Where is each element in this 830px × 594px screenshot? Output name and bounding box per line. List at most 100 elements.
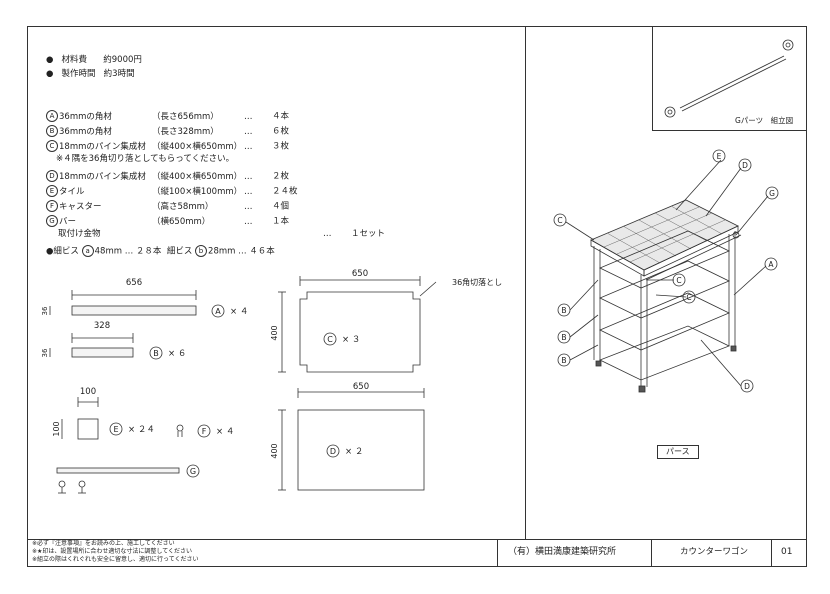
part-name: キャスター: [59, 201, 102, 212]
part-mark: B: [46, 125, 58, 137]
part-name: ※４隅を36角切り落としてもらってください。: [56, 154, 235, 164]
part-spec: （縦400×横650mm）: [152, 171, 243, 182]
company-name: （有）横田満康建築研究所: [508, 547, 617, 557]
parts-list-row: 取付け金物 … １セット: [58, 230, 385, 239]
mult-b: × ６: [168, 349, 186, 359]
frame-top: [27, 26, 806, 27]
title-block-sep-2: [651, 539, 652, 567]
frame-bottom: [27, 566, 806, 567]
parts-list-row: ※４隅を36角切り落としてもらってください。: [56, 155, 354, 164]
frame-right: [806, 26, 807, 567]
perspective-caption: パース: [657, 445, 699, 459]
callout-b-3: B: [561, 356, 566, 365]
dim-a-length: 656: [126, 278, 142, 288]
callout-e: E: [717, 152, 722, 161]
part-spec: （長さ656mm）: [152, 111, 219, 122]
label-g: G: [190, 467, 196, 476]
note-1: ※必ず『注意事項』をお読みの上、施工してください: [32, 540, 175, 547]
callout-g: G: [769, 189, 775, 198]
title-block-notes: ※必ず『注意事項』をお読みの上、施工してください ※★印は、設置場所に合わせ適切…: [32, 541, 199, 563]
part-dots: …: [244, 201, 253, 212]
part-dots: …: [244, 126, 253, 137]
dim-b-length: 328: [94, 321, 110, 331]
part-name: 18mmのパイン集成材: [59, 141, 146, 152]
dim-d-width: 650: [353, 382, 369, 392]
callout-a: A: [768, 260, 774, 269]
part-dots: …: [244, 186, 253, 197]
mult-a: × ４: [230, 307, 248, 317]
part-name: 36mmの角材: [59, 126, 112, 137]
part-spec: （横650mm）: [152, 216, 211, 227]
part-dots: …: [244, 216, 253, 227]
label-f: F: [202, 427, 207, 436]
part-mark: D: [46, 170, 58, 182]
part-qty: ６枚: [272, 126, 290, 137]
callout-d-top: D: [742, 161, 748, 170]
label-a: A: [215, 307, 221, 316]
part-qty: １セット: [351, 229, 386, 239]
sheet-number: 01: [781, 547, 793, 557]
part-mark: E: [46, 185, 58, 197]
summary-material-cost: ● 材料費 約9000円: [46, 55, 142, 65]
part-dots: …: [323, 229, 332, 239]
project-name: カウンターワゴン: [680, 547, 749, 557]
part-qty: ４個: [272, 201, 290, 212]
callout-b-1: B: [561, 306, 566, 315]
dim-c-width: 650: [352, 269, 368, 279]
frame-left: [27, 26, 28, 567]
dim-c-height: 400: [270, 325, 279, 340]
callout-c-mid2: C: [686, 293, 691, 302]
dim-e-width: 100: [80, 387, 96, 397]
mult-f: × ４: [216, 427, 234, 437]
part-qty: ２枚: [272, 171, 290, 182]
part-spec: （長さ328mm）: [152, 126, 219, 137]
g-parts-box: [652, 26, 807, 131]
dim-c-note: 36角切落とし: [452, 277, 502, 287]
part-spec: （縦400×横650mm）: [152, 141, 243, 152]
label-c: C: [327, 335, 333, 344]
mult-d: × ２: [345, 447, 363, 457]
part-spec: （高さ58mm）: [152, 201, 214, 212]
note-3: ※組立の際はくれぐれも安全に留意し、適切に行ってください: [32, 556, 199, 563]
dim-d-height: 400: [270, 443, 279, 458]
part-dots: …: [244, 141, 253, 152]
callout-c-mid1: C: [676, 276, 681, 285]
part-dots: …: [244, 111, 253, 122]
g-parts-drawing: Gパーツ 組立図: [664, 39, 794, 125]
part-mark: A: [46, 110, 58, 122]
frame-divider: [525, 26, 526, 540]
dim-e-height: 100: [52, 421, 61, 436]
title-block-sep-3: [771, 539, 772, 567]
dim-a-thick: 36: [41, 306, 49, 315]
perspective-drawing: E D C G A C C B B B D: [553, 149, 779, 393]
part-name: タイル: [59, 186, 85, 197]
title-block-sep-1: [497, 539, 498, 567]
part-mark: C: [46, 140, 58, 152]
part-dots: …: [244, 171, 253, 182]
label-d: D: [330, 447, 336, 456]
part-name: 18mmのパイン集成材: [59, 171, 146, 182]
dim-b-thick: 36: [41, 348, 49, 357]
callout-b-2: B: [561, 333, 566, 342]
note-2: ※★印は、設置場所に合わせ適切な寸法に調整してください: [32, 548, 193, 555]
part-mark: G: [46, 215, 58, 227]
callout-d-bottom: D: [744, 382, 750, 391]
summary-build-time: ● 製作時間 約3時間: [46, 69, 135, 79]
part-name: 取付け金物: [58, 229, 101, 239]
title-block-top: [27, 539, 806, 540]
part-qty: ４本: [272, 111, 290, 122]
g-parts-caption: Gパーツ 組立図: [735, 115, 793, 125]
parts-drawings: 656 36 328 36 650 400 36角切落とし 650 400 10…: [41, 269, 502, 494]
part-spec: （縦100×横100mm）: [152, 186, 243, 197]
part-qty: ３枚: [272, 141, 290, 152]
mult-c: × ３: [342, 335, 360, 345]
part-mark: F: [46, 200, 58, 212]
